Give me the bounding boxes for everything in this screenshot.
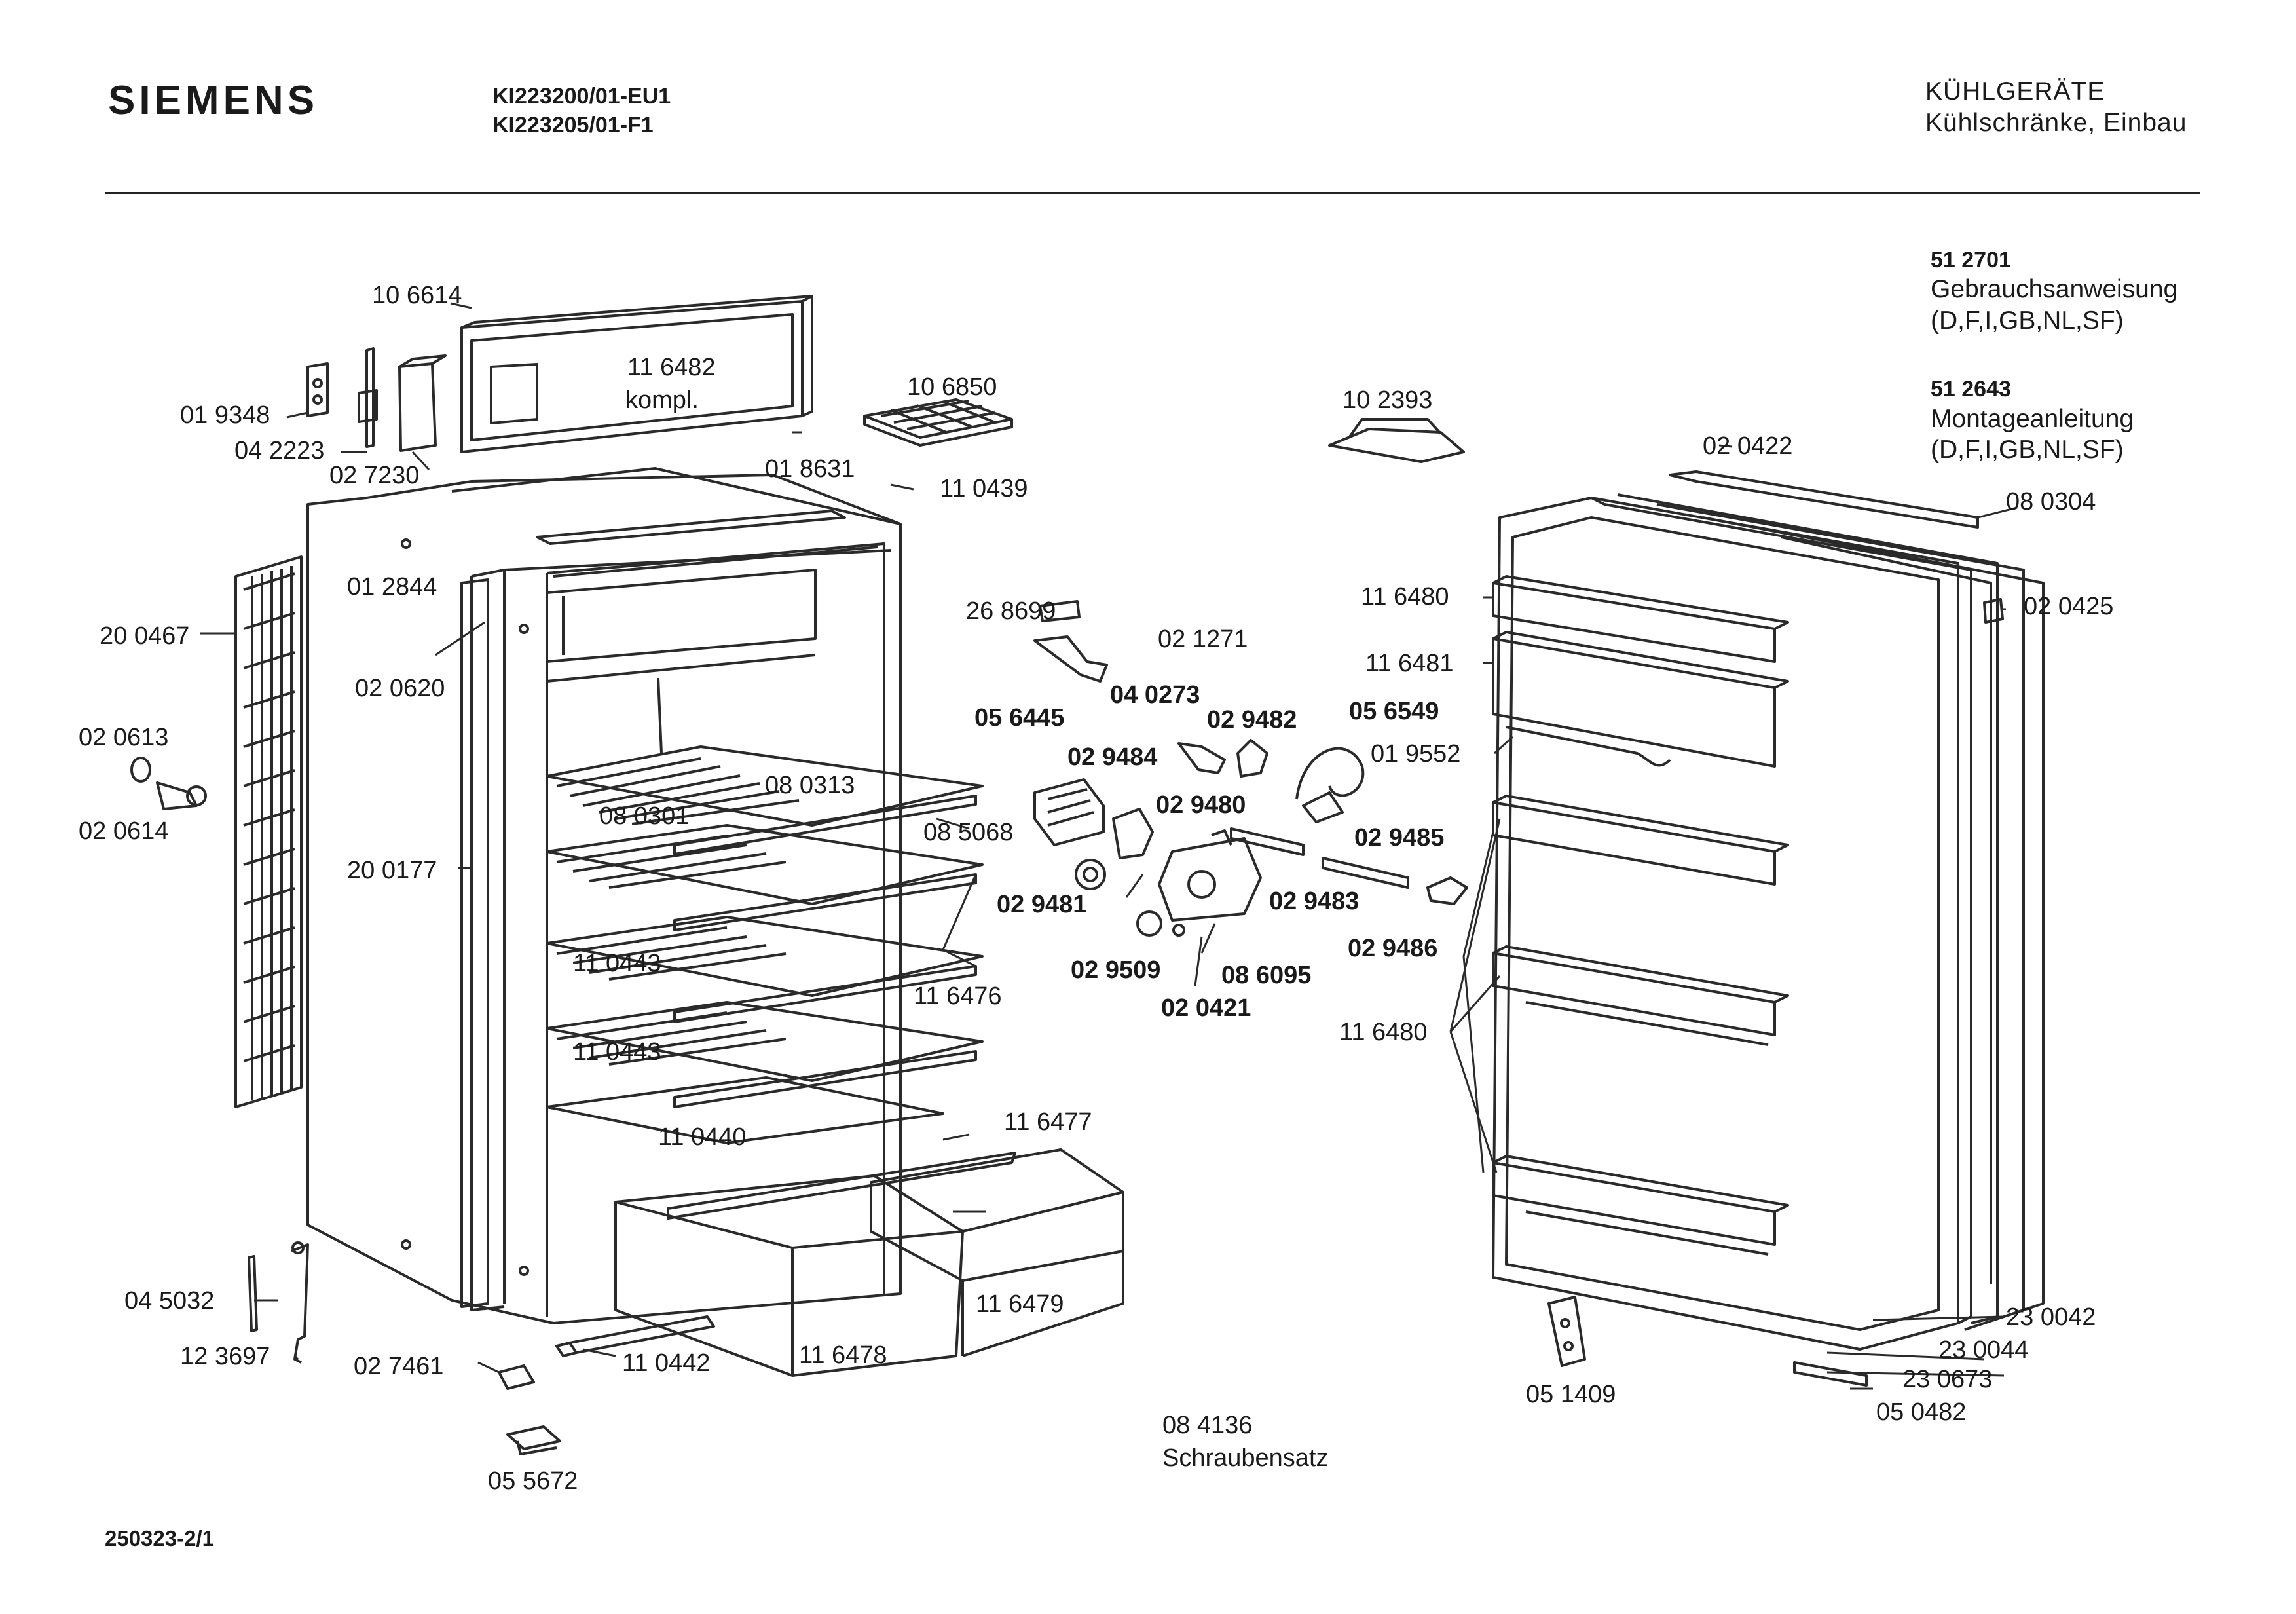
part-label: 04 5032 bbox=[124, 1287, 215, 1315]
ice-cube-tray bbox=[863, 398, 1013, 447]
part-label: 23 0673 bbox=[1902, 1366, 1993, 1393]
part-label: 20 0177 bbox=[347, 857, 437, 884]
doc-languages-install: (D,F,I,GB,NL,SF) bbox=[1931, 436, 2124, 464]
part-label: 12 3697 bbox=[180, 1343, 270, 1370]
part-label: 02 9485 bbox=[1354, 824, 1445, 852]
model-number-2: KI223205/01-F1 bbox=[492, 113, 654, 138]
part-label: 02 0421 bbox=[1161, 994, 1251, 1022]
part-label: 11 0439 bbox=[940, 475, 1028, 502]
part-label: 05 0482 bbox=[1876, 1398, 1967, 1426]
drawer-rail bbox=[555, 1315, 715, 1357]
wire-shelves bbox=[546, 745, 984, 1144]
part-label: kompl. bbox=[625, 386, 699, 414]
part-label: 05 1409 bbox=[1526, 1381, 1616, 1408]
part-label: 05 6445 bbox=[974, 704, 1065, 732]
leader-lines bbox=[200, 302, 2018, 1390]
lamp-socket-left bbox=[130, 757, 207, 810]
part-label: 02 9481 bbox=[997, 891, 1087, 918]
part-label: 11 6477 bbox=[1004, 1108, 1092, 1136]
doc-number-install: 51 2643 bbox=[1931, 377, 2011, 402]
part-label: 04 2223 bbox=[234, 437, 325, 464]
part-label: 02 0614 bbox=[79, 817, 169, 845]
screw-set-number: 08 4136 bbox=[1162, 1412, 1253, 1439]
drawing-number: 250323-2/1 bbox=[105, 1526, 214, 1550]
part-label: 02 9480 bbox=[1156, 791, 1246, 819]
part-label: 11 0442 bbox=[622, 1349, 711, 1377]
door-stop-part bbox=[1983, 598, 2004, 624]
part-label: 05 6549 bbox=[1349, 698, 1439, 725]
part-label: 11 6479 bbox=[976, 1290, 1064, 1318]
part-label: 11 6481 bbox=[1365, 650, 1454, 677]
part-label: 08 0301 bbox=[599, 802, 690, 830]
part-label: 08 0304 bbox=[2006, 488, 2096, 516]
part-label: 10 2393 bbox=[1342, 386, 1433, 414]
part-label: 23 0042 bbox=[2006, 1304, 2096, 1331]
model-number-1: KI223200/01-EU1 bbox=[492, 84, 671, 109]
condenser-coil bbox=[234, 555, 303, 1108]
part-label: 01 9552 bbox=[1371, 740, 1461, 768]
part-label: 11 6480 bbox=[1339, 1019, 1428, 1046]
door-shelves bbox=[1492, 575, 1789, 1256]
part-label: 11 0443 bbox=[573, 1038, 661, 1066]
part-label: 02 9484 bbox=[1067, 743, 1158, 771]
part-label: 20 0467 bbox=[100, 622, 190, 650]
foot-parts bbox=[248, 1241, 561, 1455]
door-hinge-parts bbox=[306, 347, 447, 452]
part-label: 11 6480 bbox=[1361, 583, 1449, 610]
part-label: 02 0422 bbox=[1703, 432, 1793, 460]
part-label: 02 0613 bbox=[79, 724, 169, 751]
header-divider bbox=[105, 192, 2200, 194]
part-label: 02 9509 bbox=[1071, 956, 1161, 984]
part-label: 04 0273 bbox=[1110, 681, 1200, 709]
butter-dish-lid bbox=[1328, 418, 1465, 463]
part-label: 11 6478 bbox=[799, 1342, 887, 1369]
part-label: 10 6614 bbox=[372, 282, 462, 309]
part-label: 05 5672 bbox=[488, 1467, 578, 1495]
fridge-door bbox=[1492, 493, 2045, 1351]
part-label: 01 8631 bbox=[765, 455, 855, 483]
part-label: 02 0425 bbox=[2024, 593, 2114, 620]
part-label: 26 8699 bbox=[966, 597, 1056, 625]
category-subtitle: Kühlschränke, Einbau bbox=[1925, 109, 2187, 137]
part-label: 02 9483 bbox=[1269, 888, 1360, 915]
crisper-drawers bbox=[614, 1148, 1124, 1377]
part-label: 02 7461 bbox=[354, 1353, 444, 1380]
part-label: 01 9348 bbox=[180, 402, 270, 429]
part-label: 02 7230 bbox=[329, 462, 420, 489]
door-top-rail bbox=[1669, 470, 1979, 529]
part-label: 11 0440 bbox=[658, 1123, 747, 1151]
doc-number-manual: 51 2701 bbox=[1931, 248, 2011, 272]
part-label: 08 0313 bbox=[765, 772, 855, 799]
part-label: 11 6482 bbox=[627, 354, 716, 381]
part-label: 02 9486 bbox=[1348, 935, 1438, 962]
part-label: 08 5068 bbox=[923, 819, 1014, 846]
part-label: 02 9482 bbox=[1207, 706, 1297, 734]
part-label: 11 6476 bbox=[914, 983, 1002, 1010]
part-label: 23 0044 bbox=[1938, 1336, 2029, 1364]
screw-set-title: Schraubensatz bbox=[1162, 1444, 1329, 1472]
part-label: 01 2844 bbox=[347, 573, 437, 601]
part-label: 08 6095 bbox=[1221, 962, 1312, 989]
bottom-hinge bbox=[1547, 1296, 1868, 1387]
freezer-door bbox=[460, 295, 813, 453]
part-label: 02 0620 bbox=[355, 675, 445, 702]
part-label: 11 0443 bbox=[573, 950, 661, 977]
category-title: KÜHLGERÄTE bbox=[1925, 77, 2105, 105]
doc-languages-manual: (D,F,I,GB,NL,SF) bbox=[1931, 307, 2124, 335]
part-label: 02 1271 bbox=[1158, 626, 1248, 653]
brand-logo: SIEMENS bbox=[108, 78, 319, 123]
doc-title-install: Montageanleitung bbox=[1931, 405, 2134, 433]
thermostat-assembly bbox=[1033, 600, 1468, 937]
doc-title-manual: Gebrauchsanweisung bbox=[1931, 275, 2178, 303]
part-label: 10 6850 bbox=[907, 373, 997, 401]
fridge-cabinet bbox=[306, 467, 902, 1324]
